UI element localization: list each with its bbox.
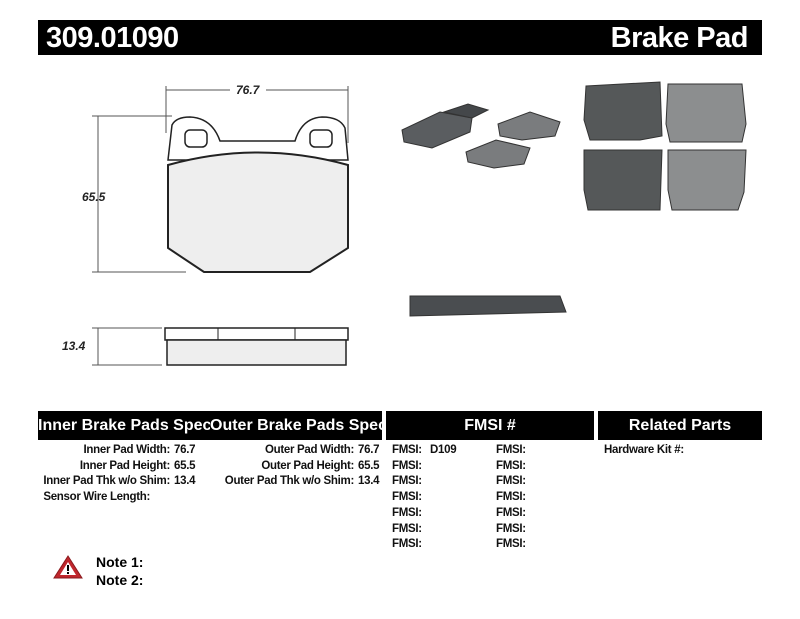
- fmsi-label: FMSI:: [392, 444, 422, 456]
- fmsi-label: FMSI:: [496, 491, 526, 504]
- warning-triangle-icon: [53, 555, 83, 579]
- fmsi-label: FMSI:: [392, 459, 422, 472]
- fmsi-value: D109: [430, 444, 457, 456]
- note-1: Note 1:: [96, 554, 144, 570]
- thickness-dimension: 13.4: [62, 339, 86, 353]
- part-number: 309.01090: [46, 22, 179, 54]
- hardware-kit-label: Hardware Kit #:: [604, 444, 684, 456]
- fmsi-label: FMSI:: [496, 538, 526, 551]
- fmsi-header: FMSI #: [386, 411, 594, 440]
- width-dimension: 76.7: [236, 83, 261, 97]
- title-bar: 309.01090 Brake Pad: [38, 20, 762, 55]
- pad-side-drawing: [92, 327, 349, 366]
- fmsi-label: FMSI:: [392, 522, 422, 535]
- inner-specs-header: Inner Brake Pads Specs: [38, 411, 210, 440]
- fmsi-label: FMSI:: [496, 459, 526, 472]
- fmsi-label: FMSI:: [496, 506, 526, 519]
- fmsi-label: FMSI:: [496, 444, 526, 456]
- product-type: Brake Pad: [610, 22, 749, 54]
- fmsi-label: FMSI:: [496, 475, 526, 488]
- dimension-labels: 76.7 65.5 13.4: [62, 83, 266, 353]
- fmsi-label: FMSI:: [496, 522, 526, 535]
- related-parts-header: Related Parts: [598, 411, 762, 440]
- pad-photos: [401, 81, 747, 317]
- fmsi-label: FMSI:: [392, 538, 422, 551]
- outer-specs-header: Outer Brake Pads Specs: [210, 411, 382, 440]
- fmsi-label: FMSI:: [392, 475, 422, 488]
- fmsi-label: FMSI:: [392, 506, 422, 519]
- fmsi-label: FMSI:: [392, 491, 422, 504]
- pad-front-drawing: [92, 86, 349, 273]
- note-2: Note 2:: [96, 572, 144, 588]
- height-dimension: 65.5: [82, 190, 106, 204]
